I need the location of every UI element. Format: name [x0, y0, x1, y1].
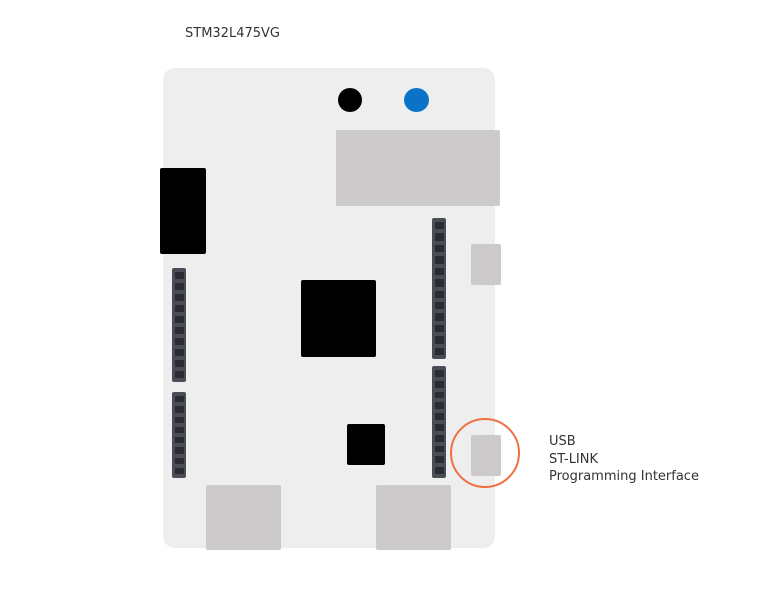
- bottom-connector-right: [376, 485, 451, 550]
- mcu-chip: [301, 280, 376, 357]
- callout-line-stlink: ST-LINK: [549, 451, 599, 467]
- usb-highlight-ring: [450, 418, 520, 488]
- usb-callout-label: USB ST-LINK Programming Interface: [549, 433, 699, 486]
- board-title: STM32L475VG: [185, 26, 280, 41]
- wifi-module: [336, 130, 500, 206]
- right-pin-header-bottom: [432, 366, 446, 478]
- callout-line-programming: Programming Interface: [549, 469, 699, 484]
- left-pin-header-bottom: [172, 392, 186, 478]
- left-pin-header-top: [172, 268, 186, 382]
- user-button: [404, 88, 429, 112]
- reset-button: [338, 88, 362, 112]
- side-connector: [471, 244, 501, 285]
- small-chip: [347, 424, 385, 465]
- left-black-component: [160, 168, 206, 254]
- bottom-connector-left: [206, 485, 281, 550]
- right-pin-header-top: [432, 218, 446, 359]
- callout-line-usb: USB: [549, 434, 576, 449]
